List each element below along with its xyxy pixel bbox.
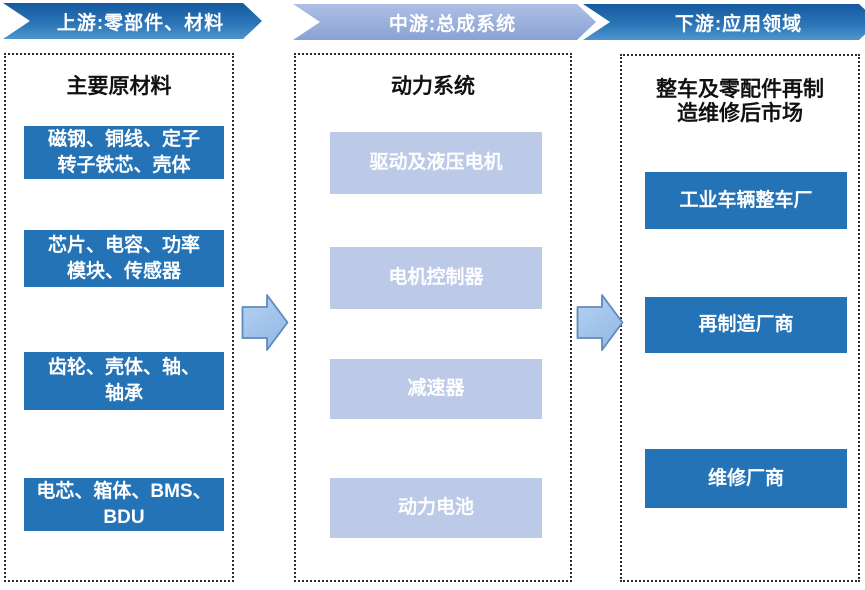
upstream-item-box: 芯片、电容、功率 模块、传感器: [24, 230, 224, 287]
downstream-column: 整车及零配件再制 造维修后市场 工业车辆整车厂 再制造厂商 维修厂商: [620, 54, 860, 582]
upstream-column-title: 主要原材料: [66, 75, 172, 98]
midstream-item-box: 驱动及液压电机: [330, 132, 542, 194]
right-arrow-icon: [241, 294, 289, 351]
midstream-item-box: 电机控制器: [330, 247, 542, 309]
upstream-item-box: 电芯、箱体、BMS、 BDU: [24, 478, 224, 531]
midstream-banner: 中游:总成系统: [293, 4, 596, 40]
midstream-item-box: 动力电池: [330, 478, 542, 538]
downstream-item-box: 工业车辆整车厂: [645, 172, 847, 229]
downstream-column-title: 整车及零配件再制 造维修后市场: [656, 78, 824, 126]
downstream-item-box: 维修厂商: [645, 449, 847, 508]
upstream-item-box: 磁钢、铜线、定子 转子铁芯、壳体: [24, 126, 224, 179]
upstream-banner: 上游:零部件、材料: [3, 3, 262, 39]
downstream-item-box: 再制造厂商: [645, 297, 847, 353]
upstream-item-box: 齿轮、壳体、轴、 轴承: [24, 352, 224, 410]
right-arrow-icon: [576, 294, 624, 351]
midstream-column-title: 动力系统: [391, 75, 475, 98]
upstream-column: 主要原材料 磁钢、铜线、定子 转子铁芯、壳体 芯片、电容、功率 模块、传感器 齿…: [4, 53, 234, 582]
midstream-column: 动力系统 驱动及液压电机 电机控制器 减速器 动力电池: [294, 53, 572, 582]
midstream-item-box: 减速器: [330, 359, 542, 419]
downstream-banner: 下游:应用领域: [583, 4, 865, 40]
